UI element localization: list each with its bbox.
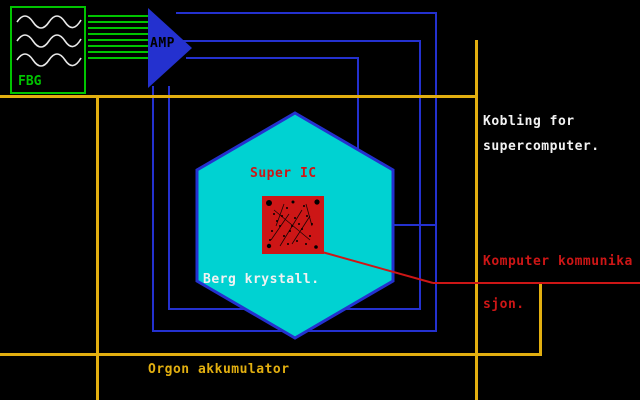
blue-wire-outer-right	[435, 12, 437, 332]
fbg-generator-box: FBG	[10, 6, 86, 94]
bus-line	[88, 21, 150, 23]
blue-wire-outer-left	[152, 86, 154, 332]
blue-wire-inner-top	[186, 57, 359, 59]
accumulator-caption: Orgon akkumulator	[148, 362, 290, 377]
blue-wire-outer-top	[176, 12, 437, 14]
hexagon-crystal-body	[195, 111, 395, 340]
bus-line	[88, 57, 150, 59]
bus-line	[88, 27, 150, 29]
blue-wire-hex-connector	[393, 224, 437, 226]
blue-wire-mid-top	[183, 40, 421, 42]
bus-line	[88, 39, 150, 41]
bus-line	[88, 15, 150, 17]
yellow-line-right-vertical	[475, 40, 478, 400]
crystal-chip	[262, 196, 324, 254]
coupling-caption-line2: supercomputer.	[483, 139, 600, 154]
coupling-caption-line1: Kobling for	[483, 114, 575, 129]
yellow-line-short-right-vertical	[539, 282, 542, 356]
fbg-label: FBG	[18, 74, 42, 89]
blue-wire-mid-left	[168, 86, 170, 310]
bus-line	[88, 33, 150, 35]
yellow-line-bottom-horizontal	[0, 353, 542, 356]
bus-line	[88, 45, 150, 47]
blue-wire-mid-right	[419, 40, 421, 310]
blue-wire-outer-bottom	[152, 330, 437, 332]
comm-caption-line2: sjon.	[483, 297, 525, 312]
amp-label: AMP	[150, 36, 175, 51]
super-ic-label: Super IC	[250, 166, 317, 181]
yellow-line-left-vertical	[96, 95, 99, 400]
blue-wire-inner-right	[357, 57, 359, 152]
crystal-caption: Berg krystall.	[203, 272, 320, 287]
yellow-line-top-horizontal	[0, 95, 478, 98]
comm-caption-line1: Komputer kommunika	[483, 254, 633, 269]
blue-wire-mid-bottom	[168, 308, 421, 310]
bus-line	[88, 51, 150, 53]
sine-waves-icon	[16, 15, 82, 67]
